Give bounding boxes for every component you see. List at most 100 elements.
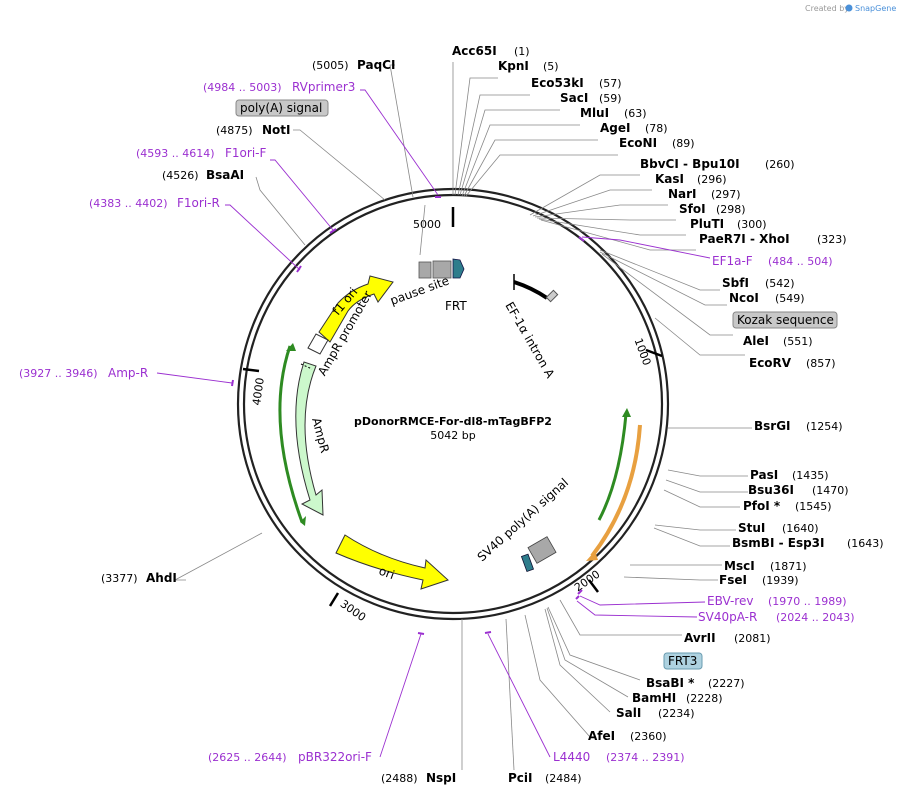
enzyme-position: (5) (543, 60, 559, 73)
ef1a-intron-label: EF-1α intron A (502, 300, 557, 382)
primer-range: (484 .. 504) (768, 255, 833, 268)
primer-range: (4383 .. 4402) (89, 197, 168, 210)
enzyme-leader-lines (174, 62, 752, 771)
enzyme-position: (551) (783, 335, 813, 348)
frt-label: FRT (445, 299, 467, 313)
enzyme-position: (1) (514, 45, 530, 58)
enzyme-name: BbvCI - Bpu10I (640, 157, 740, 171)
enzyme-position: (1939) (762, 574, 799, 587)
enzyme-position: (1435) (792, 469, 829, 482)
enzyme-name: AvrII (684, 631, 716, 645)
enzyme-name: PfoI * (743, 499, 781, 513)
enzyme-name: NotI (262, 123, 291, 137)
right-enzyme-labels: Acc65I(1) KpnI(5) Eco53kI(57) SacI(59) M… (452, 44, 884, 785)
enzyme-position: (857) (806, 357, 836, 370)
enzyme-name: EcoRV (749, 356, 792, 370)
enzyme-position: (57) (599, 77, 622, 90)
enzyme-position: (2081) (734, 632, 771, 645)
ampr-arrow (295, 361, 324, 516)
enzyme-position: (1545) (795, 500, 832, 513)
kozak-label: Kozak sequence (737, 313, 834, 327)
enzyme-name: AfeI (588, 729, 615, 743)
frt3-arrow (520, 553, 535, 573)
enzyme-name: PciI (508, 771, 533, 785)
tick-label-4000: 4000 (250, 377, 267, 407)
tick-label-5000: 5000 (413, 218, 441, 231)
enzyme-position: (2360) (630, 730, 667, 743)
ef1a-intron-arc (513, 280, 549, 300)
enzyme-position: (2228) (686, 692, 723, 705)
enzyme-position: (549) (775, 292, 805, 305)
primer-name: L4440 (553, 750, 590, 764)
primer-binding-marks (231, 196, 585, 635)
kozak-box (732, 311, 838, 329)
enzyme-name: PasI (750, 468, 778, 482)
enzyme-name: KasI (655, 172, 684, 186)
enzyme-position: (2234) (658, 707, 695, 720)
enzyme-position: (542) (765, 277, 795, 290)
frt3-label: FRT3 (668, 654, 697, 668)
credit-prefix: Created by (805, 4, 849, 13)
enzyme-name: NarI (668, 187, 697, 201)
tick-mark-2000 (588, 579, 599, 593)
tick-label-1000: 1000 (632, 336, 654, 367)
enzyme-position: (2488) (381, 772, 418, 785)
primer-name: Amp-R (108, 366, 148, 380)
enzyme-name: MscI (724, 559, 755, 573)
plasmid-size: 5042 bp (430, 429, 475, 442)
enzyme-name: AgeI (600, 121, 630, 135)
enzyme-position: (63) (624, 107, 647, 120)
enzyme-name: BsmBI - Esp3I (732, 536, 824, 550)
frt3-box (663, 652, 703, 670)
enzyme-name: BamHI (632, 691, 676, 705)
enzyme-name: PaqCI (357, 58, 395, 72)
tick-label-3000: 3000 (338, 597, 368, 624)
enzyme-name: EcoNI (619, 136, 657, 150)
plasmid-name: pDonorRMCE-For-dl8-mTagBFP2 (354, 415, 552, 428)
tick-mark-4000 (242, 367, 260, 373)
enzyme-position: (89) (672, 137, 695, 150)
frt-arrow (452, 258, 465, 279)
enzyme-name: NspI (426, 771, 456, 785)
enzyme-position: (297) (711, 188, 741, 201)
enzyme-position: (1254) (806, 420, 843, 433)
primer-name: F1ori-R (177, 196, 220, 210)
enzyme-name: SbfI (722, 276, 749, 290)
polya-signal-box (235, 99, 329, 117)
primer-name: EF1a-F (712, 254, 753, 268)
enzyme-position: (260) (765, 158, 795, 171)
enzyme-name: PluTI (690, 217, 724, 231)
enzyme-name: NcoI (729, 291, 759, 305)
enzyme-name: Bsu36I (748, 483, 794, 497)
ori-label: ori (377, 564, 396, 582)
primer-labels: (4984 .. 5003)RVprimer3 (4593 .. 4614)F1… (19, 80, 855, 764)
primer-range: (2374 .. 2391) (606, 751, 685, 764)
primer-name: pBR322ori-F (298, 750, 372, 764)
enzyme-position: (298) (716, 203, 746, 216)
polya-signal-label: poly(A) signal (240, 101, 322, 115)
primer-name: SV40pA-R (698, 610, 757, 624)
enzyme-position: (4875) (216, 124, 253, 137)
enzyme-position: (300) (737, 218, 767, 231)
primer-name: EBV-rev (707, 594, 753, 608)
enzyme-position: (296) (697, 173, 727, 186)
right-orange-arc (590, 424, 642, 558)
enzyme-name: BsaBI * (646, 676, 695, 690)
f1-ori-arrow (318, 275, 394, 343)
primer-range: (1970 .. 1989) (768, 595, 847, 608)
enzyme-name: AhdI (146, 571, 177, 585)
primer-name: RVprimer3 (292, 80, 355, 94)
enzyme-position: (1640) (782, 522, 819, 535)
enzyme-name: Eco53kI (531, 76, 584, 90)
enzyme-name: SacI (560, 91, 588, 105)
sv40-polya-block (527, 536, 557, 564)
tick-mark-3000 (328, 592, 340, 607)
tick-mark-1000 (645, 348, 663, 358)
enzyme-position: (78) (645, 122, 668, 135)
pause-site-block-2 (432, 260, 452, 279)
position-ticks (242, 207, 663, 607)
ampr-label: AmpR (309, 416, 332, 454)
enzyme-name: SfoI (679, 202, 706, 216)
enzyme-name: AleI (743, 334, 769, 348)
